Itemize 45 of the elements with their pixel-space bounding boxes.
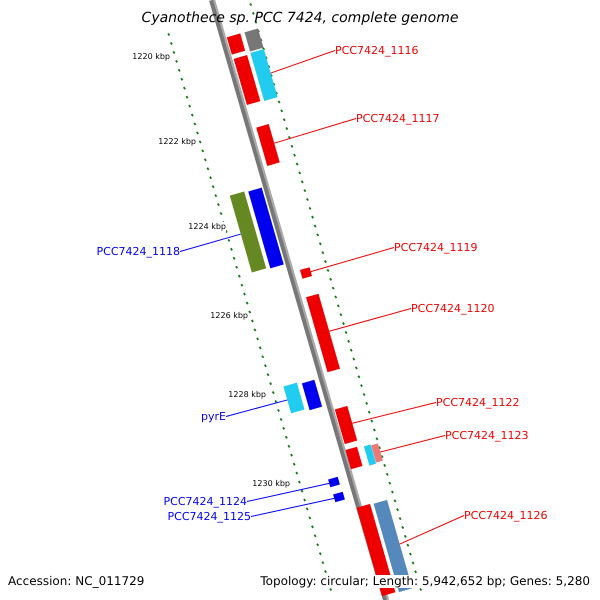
gene-feature xyxy=(333,492,345,502)
gene-feature xyxy=(328,476,340,488)
gene-label: PCC7424_1126 xyxy=(464,509,548,522)
leader-line xyxy=(328,308,412,332)
leader-line xyxy=(226,399,288,417)
leader-line xyxy=(246,482,330,502)
gene-label: PCC7424_1124 xyxy=(164,495,247,508)
gene-feature xyxy=(364,444,376,466)
gene-feature xyxy=(234,55,260,105)
leader-line xyxy=(250,498,335,517)
gene-label: PCC7424_1116 xyxy=(335,44,418,57)
gene-label: pyrE xyxy=(201,410,226,423)
gene-feature xyxy=(334,406,358,444)
gene-feature xyxy=(244,28,264,52)
gene-label: PCC7424_1123 xyxy=(445,429,528,442)
leader-line xyxy=(399,515,464,545)
leader-line xyxy=(310,247,394,272)
gene-feature xyxy=(302,380,322,410)
gene-label: PCC7424_1118 xyxy=(96,245,180,258)
gene-feature xyxy=(283,382,305,414)
gene-feature xyxy=(226,33,246,55)
tick-label: 1230 kbp xyxy=(252,479,290,489)
gene-feature xyxy=(300,267,312,279)
tick-label: 1226 kbp xyxy=(210,311,248,321)
leader-line xyxy=(274,118,356,144)
tick-label: 1222 kbp xyxy=(158,137,196,147)
gene-feature xyxy=(345,446,363,470)
footer-text: Accession: NC_011729 xyxy=(8,575,144,588)
map-title: Cyanothece sp. PCC 7424, complete genome xyxy=(140,10,460,27)
gene-feature xyxy=(371,443,383,463)
gene-label: PCC7424_1119 xyxy=(394,241,478,254)
leader-line xyxy=(352,402,436,424)
gene-label: PCC7424_1117 xyxy=(356,112,440,125)
gene-label: PCC7424_1122 xyxy=(436,396,520,409)
gene-feature xyxy=(250,49,278,101)
gene-label: PCC7424_1120 xyxy=(411,302,494,315)
leader-line xyxy=(270,50,336,74)
footer-text: Topology: circular; Length: 5,942,652 bp; Genes: 5,280 xyxy=(260,575,590,588)
tick-label: 1220 kbp xyxy=(132,52,170,62)
gene-feature xyxy=(248,188,284,268)
tick-label: 1228 kbp xyxy=(228,390,266,400)
leader-line xyxy=(180,234,242,252)
tick-label: 1224 kbp xyxy=(188,222,226,232)
leader-line xyxy=(380,435,446,453)
gene-label: PCC7424_1125 xyxy=(168,510,251,523)
